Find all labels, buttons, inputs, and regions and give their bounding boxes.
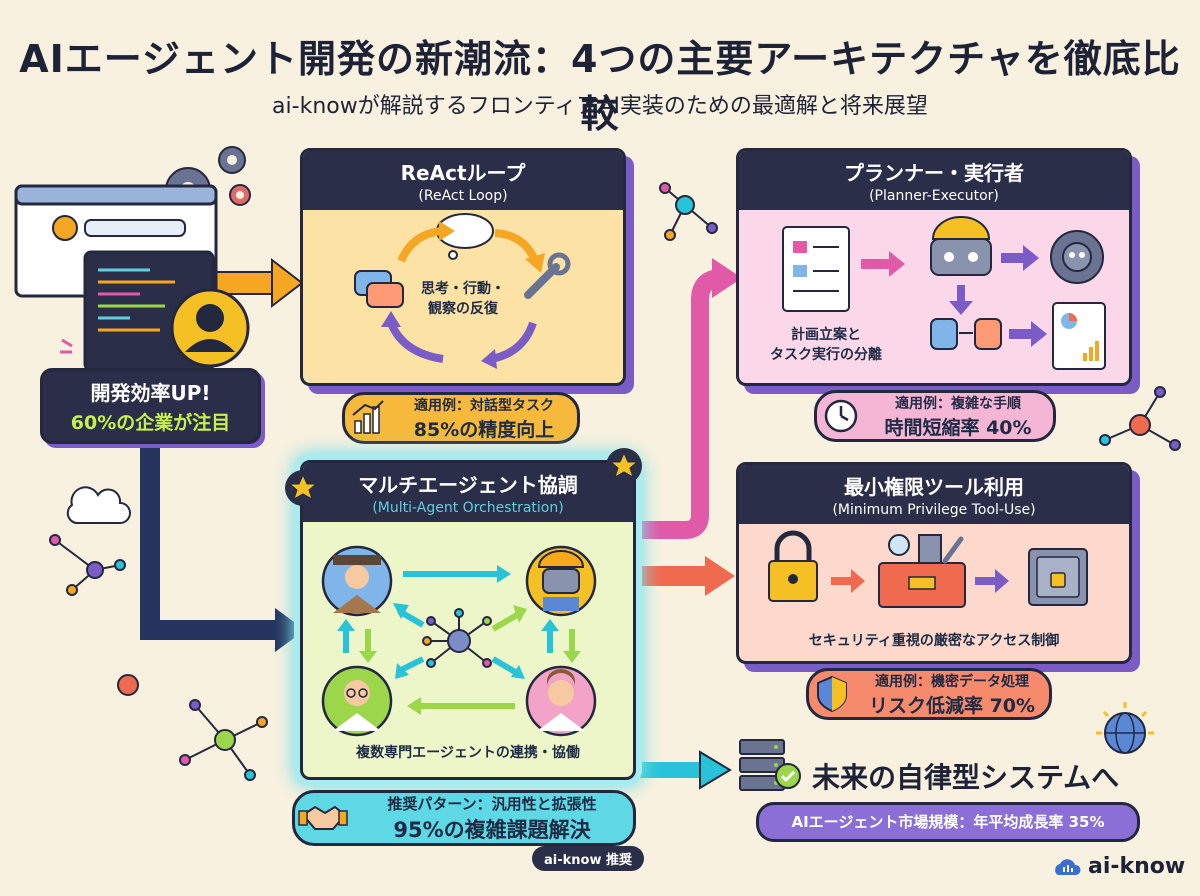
recommend-tag: ai-know 推奨 — [532, 846, 644, 871]
future-title: 未来の自律型システムへ — [812, 761, 1120, 794]
detective-agent-icon — [321, 545, 393, 617]
robot-worker-icon — [525, 545, 597, 617]
dev-badge-line2: 60%の企業が注目 — [70, 412, 231, 434]
network-node-icon — [49, 534, 126, 596]
dev-efficiency-badge: 開発効率UP! 60%の企業が注目 — [40, 368, 261, 444]
clock-icon — [824, 399, 858, 433]
minpriv-example-pill: 適用例：機密データ処理 リスク低減率 70% — [806, 668, 1052, 720]
multi-example-label: 推奨パターン：汎用性と拡張性 — [387, 794, 597, 813]
minpriv-header: 最小権限ツール利用 (Minimum Privilege Tool-Use) — [739, 465, 1129, 524]
hub-node-icon — [422, 608, 492, 668]
planner-desc: 計画立案と タスク実行の分離 — [770, 327, 882, 363]
multi-subtitle: (Multi-Agent Orchestration) — [372, 500, 564, 516]
market-pill: AIエージェント市場規模：年平均成長率 35% — [756, 802, 1140, 842]
multi-example-value: 95%の複雑課題解決 — [393, 817, 591, 842]
react-example-value: 85%の精度向上 — [413, 418, 555, 441]
page-title: AIエージェント開発の新潮流：4つの主要アーキテクチャを徹底比較 — [19, 37, 1181, 136]
minpriv-title: 最小権限ツール利用 — [844, 475, 1024, 499]
react-subtitle: (ReAct Loop) — [418, 188, 508, 204]
minpriv-example-value: リスク低減率 70% — [868, 694, 1036, 717]
safe-icon — [1028, 548, 1088, 606]
network-node-icon — [179, 699, 268, 781]
dev-badge-line1: 開発効率UP! — [90, 381, 211, 405]
react-example-label: 適用例：対話型タスク — [414, 397, 554, 414]
page-subtitle: ai-knowが解説するフロンティアAI実装のための最適解と将来展望 — [272, 94, 928, 119]
globe-icon — [1096, 702, 1154, 754]
wrench-icon — [524, 252, 571, 299]
toolbox-icon — [878, 534, 966, 608]
minpriv-subtitle: (Minimum Privilege Tool-Use) — [832, 502, 1036, 518]
react-header: ReActループ (ReAct Loop) — [303, 151, 623, 210]
document-flow-icon — [782, 226, 850, 312]
chat-bubble-icon — [354, 270, 404, 308]
planner-diagram — [782, 216, 1106, 370]
cloud-icon — [66, 486, 131, 524]
browser-window-icon — [14, 184, 218, 298]
planner-subtitle: (Planner-Executor) — [869, 188, 999, 204]
multi-desc: 複数専門エージェントの連携・協働 — [356, 745, 580, 761]
minpriv-diagram — [768, 530, 1088, 608]
woman-agent-icon — [525, 665, 597, 737]
cloud-icon — [1055, 858, 1081, 875]
planner-card: プランナー・実行者 (Planner-Executor) — [736, 148, 1132, 386]
planner-example-label: 適用例：複雑な手順 — [895, 395, 1021, 412]
multi-header: マルチエージェント協調 (Multi-Agent Orchestration) — [303, 463, 633, 522]
react-loop-diagram — [354, 213, 571, 369]
padlock-icon — [768, 530, 818, 602]
minpriv-card: 最小権限ツール利用 (Minimum Privilege Tool-Use) セ… — [736, 462, 1132, 664]
multi-agent-diagram — [321, 545, 597, 737]
user-avatar-icon — [170, 288, 250, 368]
multi-title: マルチエージェント協調 — [358, 473, 578, 497]
chart-icon — [352, 400, 384, 434]
react-title: ReActループ — [400, 161, 526, 185]
shield-icon — [817, 675, 847, 713]
brand-name: ai-know — [1088, 854, 1186, 879]
multi-agent-card: マルチエージェント協調 (Multi-Agent Orchestration) — [300, 460, 636, 780]
react-desc: 思考・行動・ 観察の反復 — [421, 281, 505, 317]
star-icon — [606, 448, 642, 484]
robot-gear-icon — [1050, 230, 1104, 284]
robot-worker-icon — [930, 216, 992, 276]
planner-title: プランナー・実行者 — [844, 161, 1024, 185]
handshake-icon — [298, 805, 348, 830]
brand-logo: ai-know — [1052, 854, 1185, 879]
network-node-icon — [1099, 386, 1181, 451]
multi-example-pill: 推奨パターン：汎用性と拡張性 95%の複雑課題解決 — [292, 790, 636, 846]
star-icon — [285, 470, 321, 506]
database-icon — [930, 318, 1002, 350]
minpriv-example-label: 適用例：機密データ処理 — [875, 673, 1029, 690]
planner-header: プランナー・実行者 (Planner-Executor) — [739, 151, 1129, 210]
network-node-icon — [659, 182, 718, 241]
planner-example-value: 時間短縮率 40% — [884, 416, 1032, 439]
minpriv-desc: セキュリティ重視の厳密なアクセス制御 — [808, 633, 1060, 649]
report-icon — [1052, 302, 1106, 370]
react-example-pill: 適用例：対話型タスク 85%の精度向上 — [342, 392, 580, 444]
react-card: ReActループ (ReAct Loop) 思考・行動・ 観察の反復 — [300, 148, 626, 386]
server-icon — [739, 739, 801, 791]
planner-example-pill: 適用例：複雑な手順 時間短縮率 40% — [814, 390, 1056, 442]
doctor-agent-icon — [321, 665, 393, 737]
